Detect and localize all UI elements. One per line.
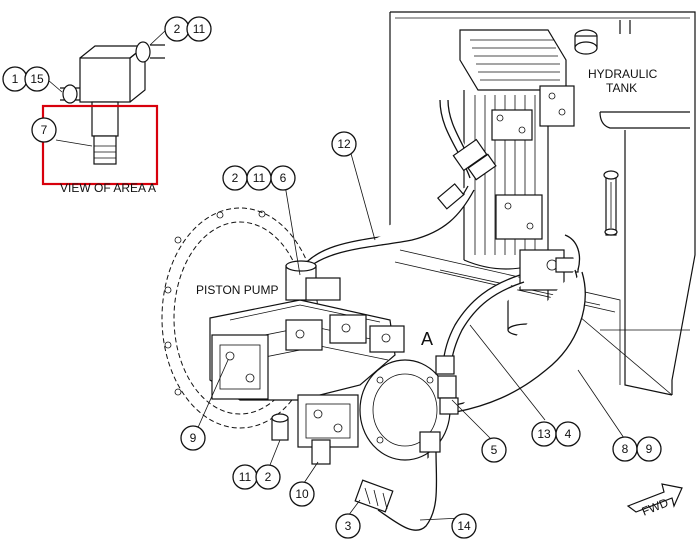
piston-pump xyxy=(161,207,459,513)
callout-5: 5 xyxy=(481,437,507,463)
tank-label-line1: HYDRAULIC xyxy=(588,67,658,81)
svg-text:2: 2 xyxy=(265,470,272,484)
callout-3: 3 xyxy=(335,513,361,539)
view-caption: VIEW OF AREA A xyxy=(60,181,156,195)
callout-12: 12 xyxy=(331,131,357,157)
callout-11: 11 xyxy=(246,165,272,191)
callout-14: 14 xyxy=(451,513,477,539)
area-a-letter: A xyxy=(421,329,433,349)
svg-text:4: 4 xyxy=(565,427,572,441)
svg-text:3: 3 xyxy=(345,519,352,533)
svg-text:9: 9 xyxy=(646,442,653,456)
callout-6: 6 xyxy=(270,165,296,191)
callout-7: 7 xyxy=(31,117,57,143)
svg-text:9: 9 xyxy=(190,431,197,445)
area-a-detail xyxy=(41,41,165,186)
svg-text:12: 12 xyxy=(337,137,351,151)
svg-text:5: 5 xyxy=(491,443,498,457)
svg-text:7: 7 xyxy=(41,123,48,137)
callout-9: 9 xyxy=(180,425,206,451)
tank-label-line2: TANK xyxy=(606,81,637,95)
callout-2: 2 xyxy=(222,165,248,191)
callout-8: 8 xyxy=(612,436,638,462)
callout-10: 10 xyxy=(289,481,315,507)
callout-9: 9 xyxy=(636,436,662,462)
fwd-arrow: FWD xyxy=(626,483,683,519)
callout-1: 1 xyxy=(2,66,28,92)
callouts: 1 15 2 11 7 2 11 6 12 9 11 2 10 5 13 4 8… xyxy=(2,16,662,539)
svg-text:15: 15 xyxy=(30,72,44,86)
callout-4: 4 xyxy=(555,421,581,447)
callout-2: 2 xyxy=(164,16,190,42)
svg-text:11: 11 xyxy=(193,22,206,36)
svg-text:2: 2 xyxy=(174,22,181,36)
callout-11: 11 xyxy=(232,464,258,490)
highlight-box xyxy=(41,104,159,186)
svg-text:14: 14 xyxy=(457,519,471,533)
svg-text:2: 2 xyxy=(232,171,239,185)
svg-text:13: 13 xyxy=(537,427,551,441)
svg-text:11: 11 xyxy=(253,171,266,185)
svg-text:6: 6 xyxy=(280,171,287,185)
svg-text:1: 1 xyxy=(12,72,19,86)
fwd-label: FWD xyxy=(640,495,671,518)
callout-15: 15 xyxy=(24,66,50,92)
svg-text:11: 11 xyxy=(239,470,252,484)
pump-label: PISTON PUMP xyxy=(196,283,278,297)
callout-13: 13 xyxy=(531,421,557,447)
hoses xyxy=(299,99,586,531)
svg-text:10: 10 xyxy=(295,487,309,501)
svg-text:8: 8 xyxy=(622,442,629,456)
callout-11: 11 xyxy=(186,16,212,42)
callout-2: 2 xyxy=(255,464,281,490)
